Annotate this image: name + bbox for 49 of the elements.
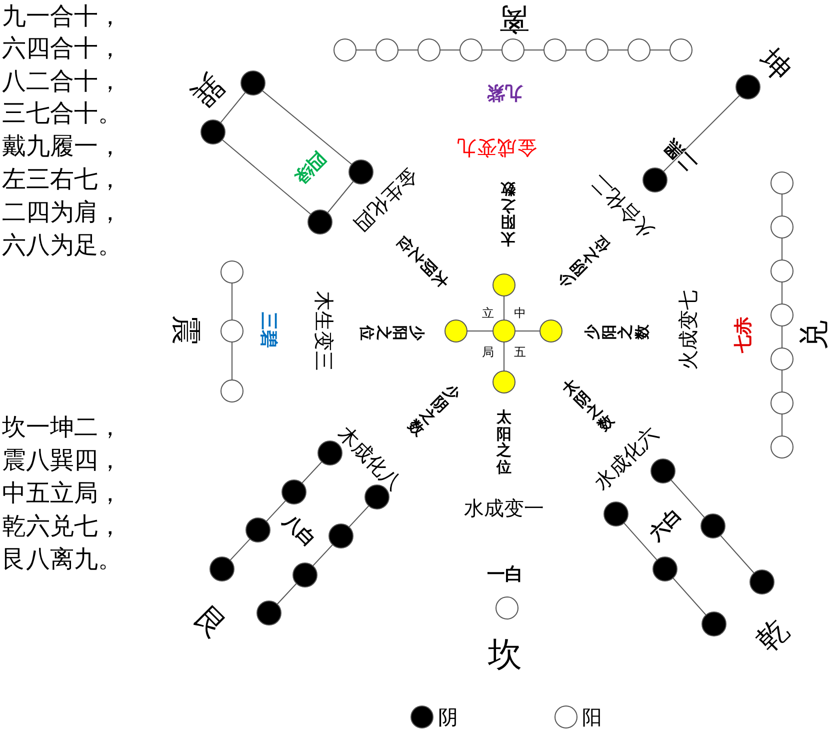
phrase-text: 太阴之数 bbox=[559, 376, 617, 434]
star-name: 六白 bbox=[646, 506, 686, 544]
phrase-text: 火成变七 bbox=[678, 290, 698, 370]
trigram-name: 兑 bbox=[800, 320, 830, 350]
phrase-text: 水成变一 bbox=[464, 498, 544, 518]
phrase-text: 太阳之数 bbox=[500, 181, 516, 247]
star-name: 一白 bbox=[487, 566, 523, 584]
phrase-text: 少阳之数 bbox=[584, 324, 650, 340]
phrase-text: 太阳之位 bbox=[496, 409, 512, 475]
star-name: 四绿 bbox=[290, 148, 330, 186]
verse-line: 震八巽四， bbox=[2, 448, 122, 472]
star-name: 三碧 bbox=[259, 312, 277, 348]
phrase-text: 金成变九 bbox=[457, 138, 537, 158]
verse-line: 二四为肩， bbox=[2, 200, 122, 224]
center-mark: 中 bbox=[514, 307, 526, 319]
trigram-name: 乾 bbox=[752, 614, 794, 658]
verse-line: 八二合十， bbox=[2, 69, 122, 93]
verse-line: 六四合十， bbox=[2, 36, 122, 60]
phrase-text: 木成化八 bbox=[334, 422, 406, 494]
center-mark: 局 bbox=[482, 346, 494, 358]
phrase-text: 少阴之数 bbox=[405, 381, 463, 439]
verse-line: 左三右七， bbox=[2, 167, 122, 191]
trigram-name: 巽 bbox=[186, 68, 228, 112]
trigram-name: 离 bbox=[499, 3, 529, 33]
star-name: 二黑 bbox=[662, 136, 700, 174]
legend-text: 阴 bbox=[438, 707, 458, 727]
trigram-name: 坤 bbox=[754, 44, 796, 86]
phrase-text: 金生化四 bbox=[350, 164, 422, 236]
star-name: 七赤 bbox=[735, 317, 753, 353]
center-mark: 五 bbox=[514, 346, 526, 358]
trigram-name: 震 bbox=[170, 315, 200, 345]
trigram-name: 艮 bbox=[188, 602, 232, 644]
verse-line: 艮八离九。 bbox=[2, 547, 122, 571]
star-name: 九紫 bbox=[487, 83, 523, 101]
verse-line: 九一合十， bbox=[2, 4, 122, 28]
legend-text: 阳 bbox=[582, 707, 602, 727]
phrase-text: 太阴之位 bbox=[394, 233, 452, 291]
center-mark: 立 bbox=[482, 307, 494, 319]
phrase-text: 少阴之位 bbox=[555, 233, 613, 291]
star-name: 八白 bbox=[280, 512, 318, 550]
verse-line: 三七合十。 bbox=[2, 101, 122, 125]
phrase-text: 木生变三 bbox=[314, 291, 334, 371]
verse-line: 戴九履一， bbox=[2, 134, 122, 158]
phrase-text: 少阳之位 bbox=[359, 326, 425, 340]
verse-line: 六八为足。 bbox=[2, 233, 122, 257]
verse-line: 中五立局， bbox=[2, 481, 122, 505]
verse-line: 坎一坤二， bbox=[2, 415, 122, 439]
trigram-name: 坎 bbox=[488, 638, 522, 672]
verse-line: 乾六兑七， bbox=[2, 514, 122, 538]
